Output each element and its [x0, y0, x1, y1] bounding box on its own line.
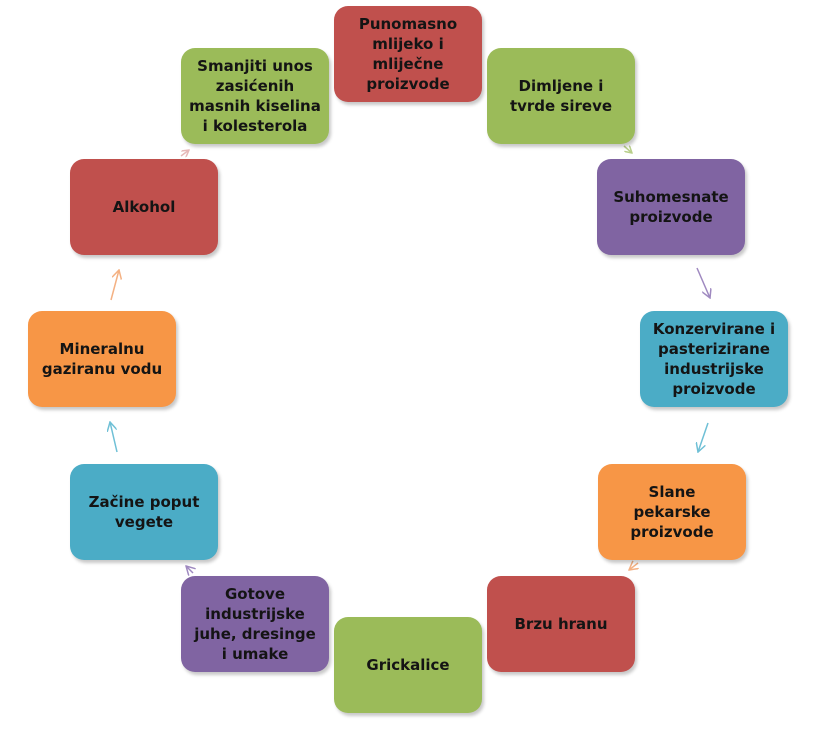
node-label: Alkohol	[112, 198, 176, 216]
node-smanjiti-unos: Smanjiti unos zasićenih masnih kiselina …	[181, 48, 329, 144]
node-slane-pekarske: Slane pekarske proizvode	[598, 464, 746, 560]
arrow-4-to-5	[698, 422, 709, 452]
node-punomasno-mlijeko: Punomasno mlijeko i mliječne proizvode	[334, 6, 482, 102]
node-grickalice: Grickalice	[334, 617, 482, 713]
arrow-9-to-10	[110, 422, 118, 453]
node-zacine-vegete: Začine poput vegete	[70, 464, 218, 560]
node-brzu-hranu: Brzu hranu	[487, 576, 635, 672]
node-label: Gotove industrijske juhe, dresinge i uma…	[194, 585, 316, 663]
node-label: Mineralnu gaziranu vodu	[41, 340, 163, 378]
node-label: Brzu hranu	[514, 615, 608, 633]
node-label: Konzervirane i pasterizirane industrijsk…	[652, 320, 776, 398]
node-gotove-juhe: Gotove industrijske juhe, dresinge i uma…	[181, 576, 329, 672]
node-label: Slane pekarske proizvode	[630, 483, 714, 541]
arrow-10-to-11	[110, 270, 119, 301]
node-label: Dimljene i tvrde sireve	[509, 77, 613, 115]
node-konzervirane-proizvode: Konzervirane i pasterizirane industrijsk…	[640, 311, 788, 407]
arrow-5-to-6	[629, 563, 638, 570]
arrow-11-to-12	[180, 150, 189, 156]
node-label: Suhomesnate proizvode	[613, 188, 729, 226]
node-label: Punomasno mlijeko i mliječne proizvode	[358, 15, 458, 93]
node-label: Grickalice	[366, 656, 450, 674]
node-mineralnu-vodu: Mineralnu gaziranu vodu	[28, 311, 176, 407]
arrow-3-to-4	[696, 267, 710, 298]
arrow-2-to-3	[623, 146, 632, 153]
node-label: Začine poput vegete	[88, 493, 200, 531]
node-alkohol: Alkohol	[70, 159, 218, 255]
arrow-8-to-9	[186, 566, 193, 573]
node-suhomesnate-proizvode: Suhomesnate proizvode	[597, 159, 745, 255]
node-dimljene-sireve: Dimljene i tvrde sireve	[487, 48, 635, 144]
node-label: Smanjiti unos zasićenih masnih kiselina …	[189, 57, 321, 135]
